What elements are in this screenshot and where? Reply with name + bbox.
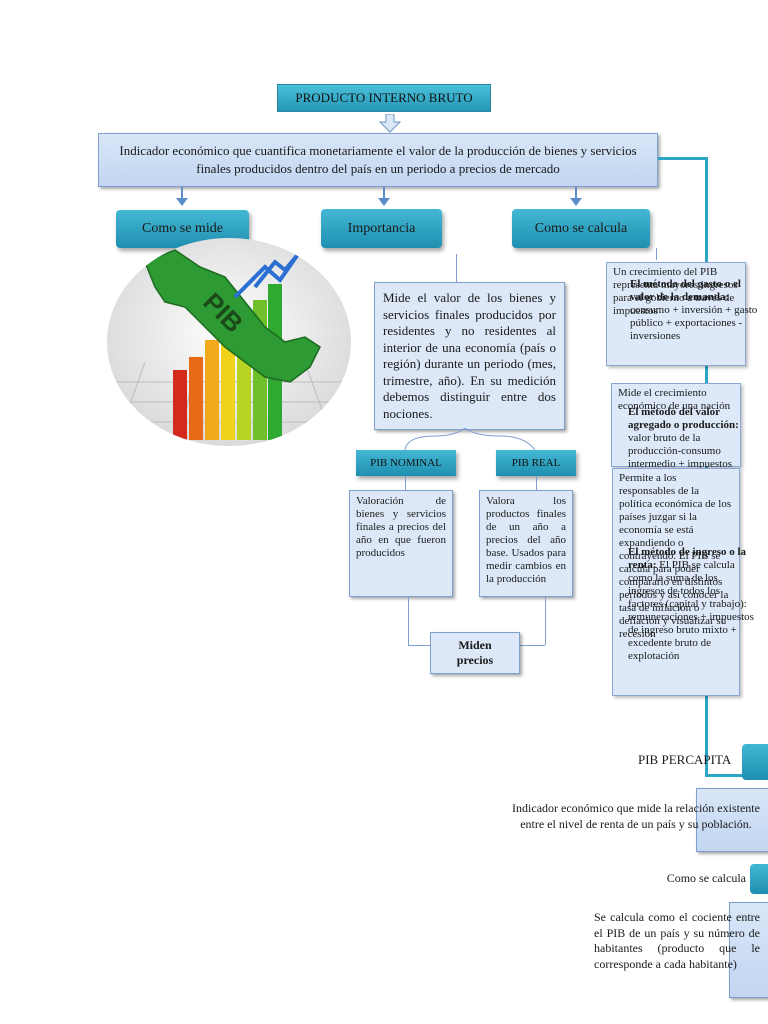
importance-box: Mide el valor de los bienes y servicios … bbox=[374, 282, 565, 430]
connector bbox=[520, 645, 545, 646]
note-2-front: El método del valor agregado o producció… bbox=[628, 406, 756, 492]
connector bbox=[656, 248, 657, 260]
connector bbox=[456, 254, 457, 282]
note-3-back-text: Permite a los responsables de la polític… bbox=[619, 472, 732, 640]
branch-calculate-label: Como se calcula bbox=[534, 220, 628, 236]
note-3-front-title: El método de ingreso o la renta: bbox=[628, 546, 747, 571]
arrow-up-trend-icon bbox=[233, 238, 312, 299]
miden-precios-box: Miden precios bbox=[430, 632, 520, 674]
percapita-title: PIB PERCAPITA bbox=[560, 752, 768, 772]
note-2-back: Mide el crecimiento económico de una nac… bbox=[611, 383, 741, 467]
connector bbox=[658, 157, 708, 160]
percapita-title-text: PIB PERCAPITA bbox=[638, 752, 732, 767]
branch-importance-label: Importancia bbox=[347, 220, 416, 236]
branch-measure-label: Como se mide bbox=[142, 221, 223, 236]
note-3-front: El método de ingreso o la renta: El PIB … bbox=[628, 546, 756, 682]
connector bbox=[545, 597, 546, 645]
percapita-calc-text: Se calcula como el cociente entre el PIB… bbox=[594, 910, 760, 971]
percapita-tab bbox=[742, 744, 768, 780]
connector bbox=[405, 476, 406, 490]
note-1-back: Un crecimiento del PIB representa mayore… bbox=[606, 262, 746, 366]
definition-text: Indicador económico que cuantifica monet… bbox=[119, 143, 637, 176]
connector-bracket bbox=[404, 428, 536, 451]
note-3-front-text: El PIB se calcula como la suma de los in… bbox=[628, 559, 754, 662]
connector bbox=[705, 774, 745, 777]
pib-real-label-text: PIB REAL bbox=[511, 457, 561, 469]
connector bbox=[575, 187, 577, 201]
arrow-down-icon bbox=[570, 198, 582, 206]
page-title-text: PRODUCTO INTERNO BRUTO bbox=[295, 90, 473, 105]
map-mexico-icon bbox=[144, 249, 321, 383]
note-3-back: Permite a los responsables de la polític… bbox=[612, 468, 740, 696]
percapita-definition: Indicador económico que mide la relación… bbox=[511, 800, 761, 850]
percapita-definition-text: Indicador económico que mide la relación… bbox=[512, 801, 760, 831]
connector bbox=[408, 645, 430, 646]
percapita-calc-label-text: Como se calcula bbox=[666, 871, 746, 885]
pib-real-label: PIB REAL bbox=[496, 450, 576, 476]
percapita-def-box-back bbox=[696, 788, 768, 852]
percapita-calc-tab bbox=[750, 864, 768, 894]
pib-nominal-label: PIB NOMINAL bbox=[356, 450, 456, 476]
pib-real-box: Valora los productos finales de un año a… bbox=[479, 490, 573, 597]
miden-precios-text: Miden precios bbox=[456, 638, 494, 667]
page-title: PRODUCTO INTERNO BRUTO bbox=[277, 84, 491, 112]
pib-illustration: PIB bbox=[107, 238, 351, 446]
connector bbox=[408, 597, 409, 645]
branch-calculate[interactable]: Como se calcula bbox=[512, 209, 650, 248]
connector bbox=[383, 187, 385, 201]
pib-nominal-text: Valoración de bienes y servicios finales… bbox=[356, 495, 446, 559]
note-1-front-text: consumo + inversión + gasto público + ex… bbox=[630, 304, 758, 342]
arrow-down-icon bbox=[176, 198, 188, 206]
percapita-calc-text-block: Se calcula como el cociente entre el PIB… bbox=[594, 910, 760, 994]
note-1-front-title: El método del gasto o el valor de la dem… bbox=[630, 278, 741, 303]
note-1-back-text: Un crecimiento del PIB representa mayore… bbox=[613, 266, 738, 317]
connector bbox=[705, 157, 708, 777]
arrow-down-icon bbox=[378, 198, 390, 206]
note-2-back-text: Mide el crecimiento económico de una nac… bbox=[618, 387, 731, 412]
connector bbox=[181, 187, 183, 201]
pib-nominal-label-text: PIB NOMINAL bbox=[370, 457, 442, 469]
importance-text: Mide el valor de los bienes y servicios … bbox=[383, 290, 556, 421]
percapita-calc-box-back bbox=[729, 902, 768, 998]
arrow-down-icon bbox=[378, 114, 402, 133]
branch-importance[interactable]: Importancia bbox=[321, 209, 442, 248]
note-1-front: El método del gasto o el valor de la dem… bbox=[630, 278, 758, 364]
note-2-front-title: El método del valor agregado o producció… bbox=[628, 406, 739, 431]
definition-box: Indicador económico que cuantifica monet… bbox=[98, 133, 658, 187]
pib-nominal-box: Valoración de bienes y servicios finales… bbox=[349, 490, 453, 597]
connector bbox=[536, 476, 537, 490]
pib-real-text: Valora los productos finales de un año a… bbox=[486, 495, 566, 585]
percapita-calc-label[interactable]: Como se calcula bbox=[620, 871, 750, 889]
